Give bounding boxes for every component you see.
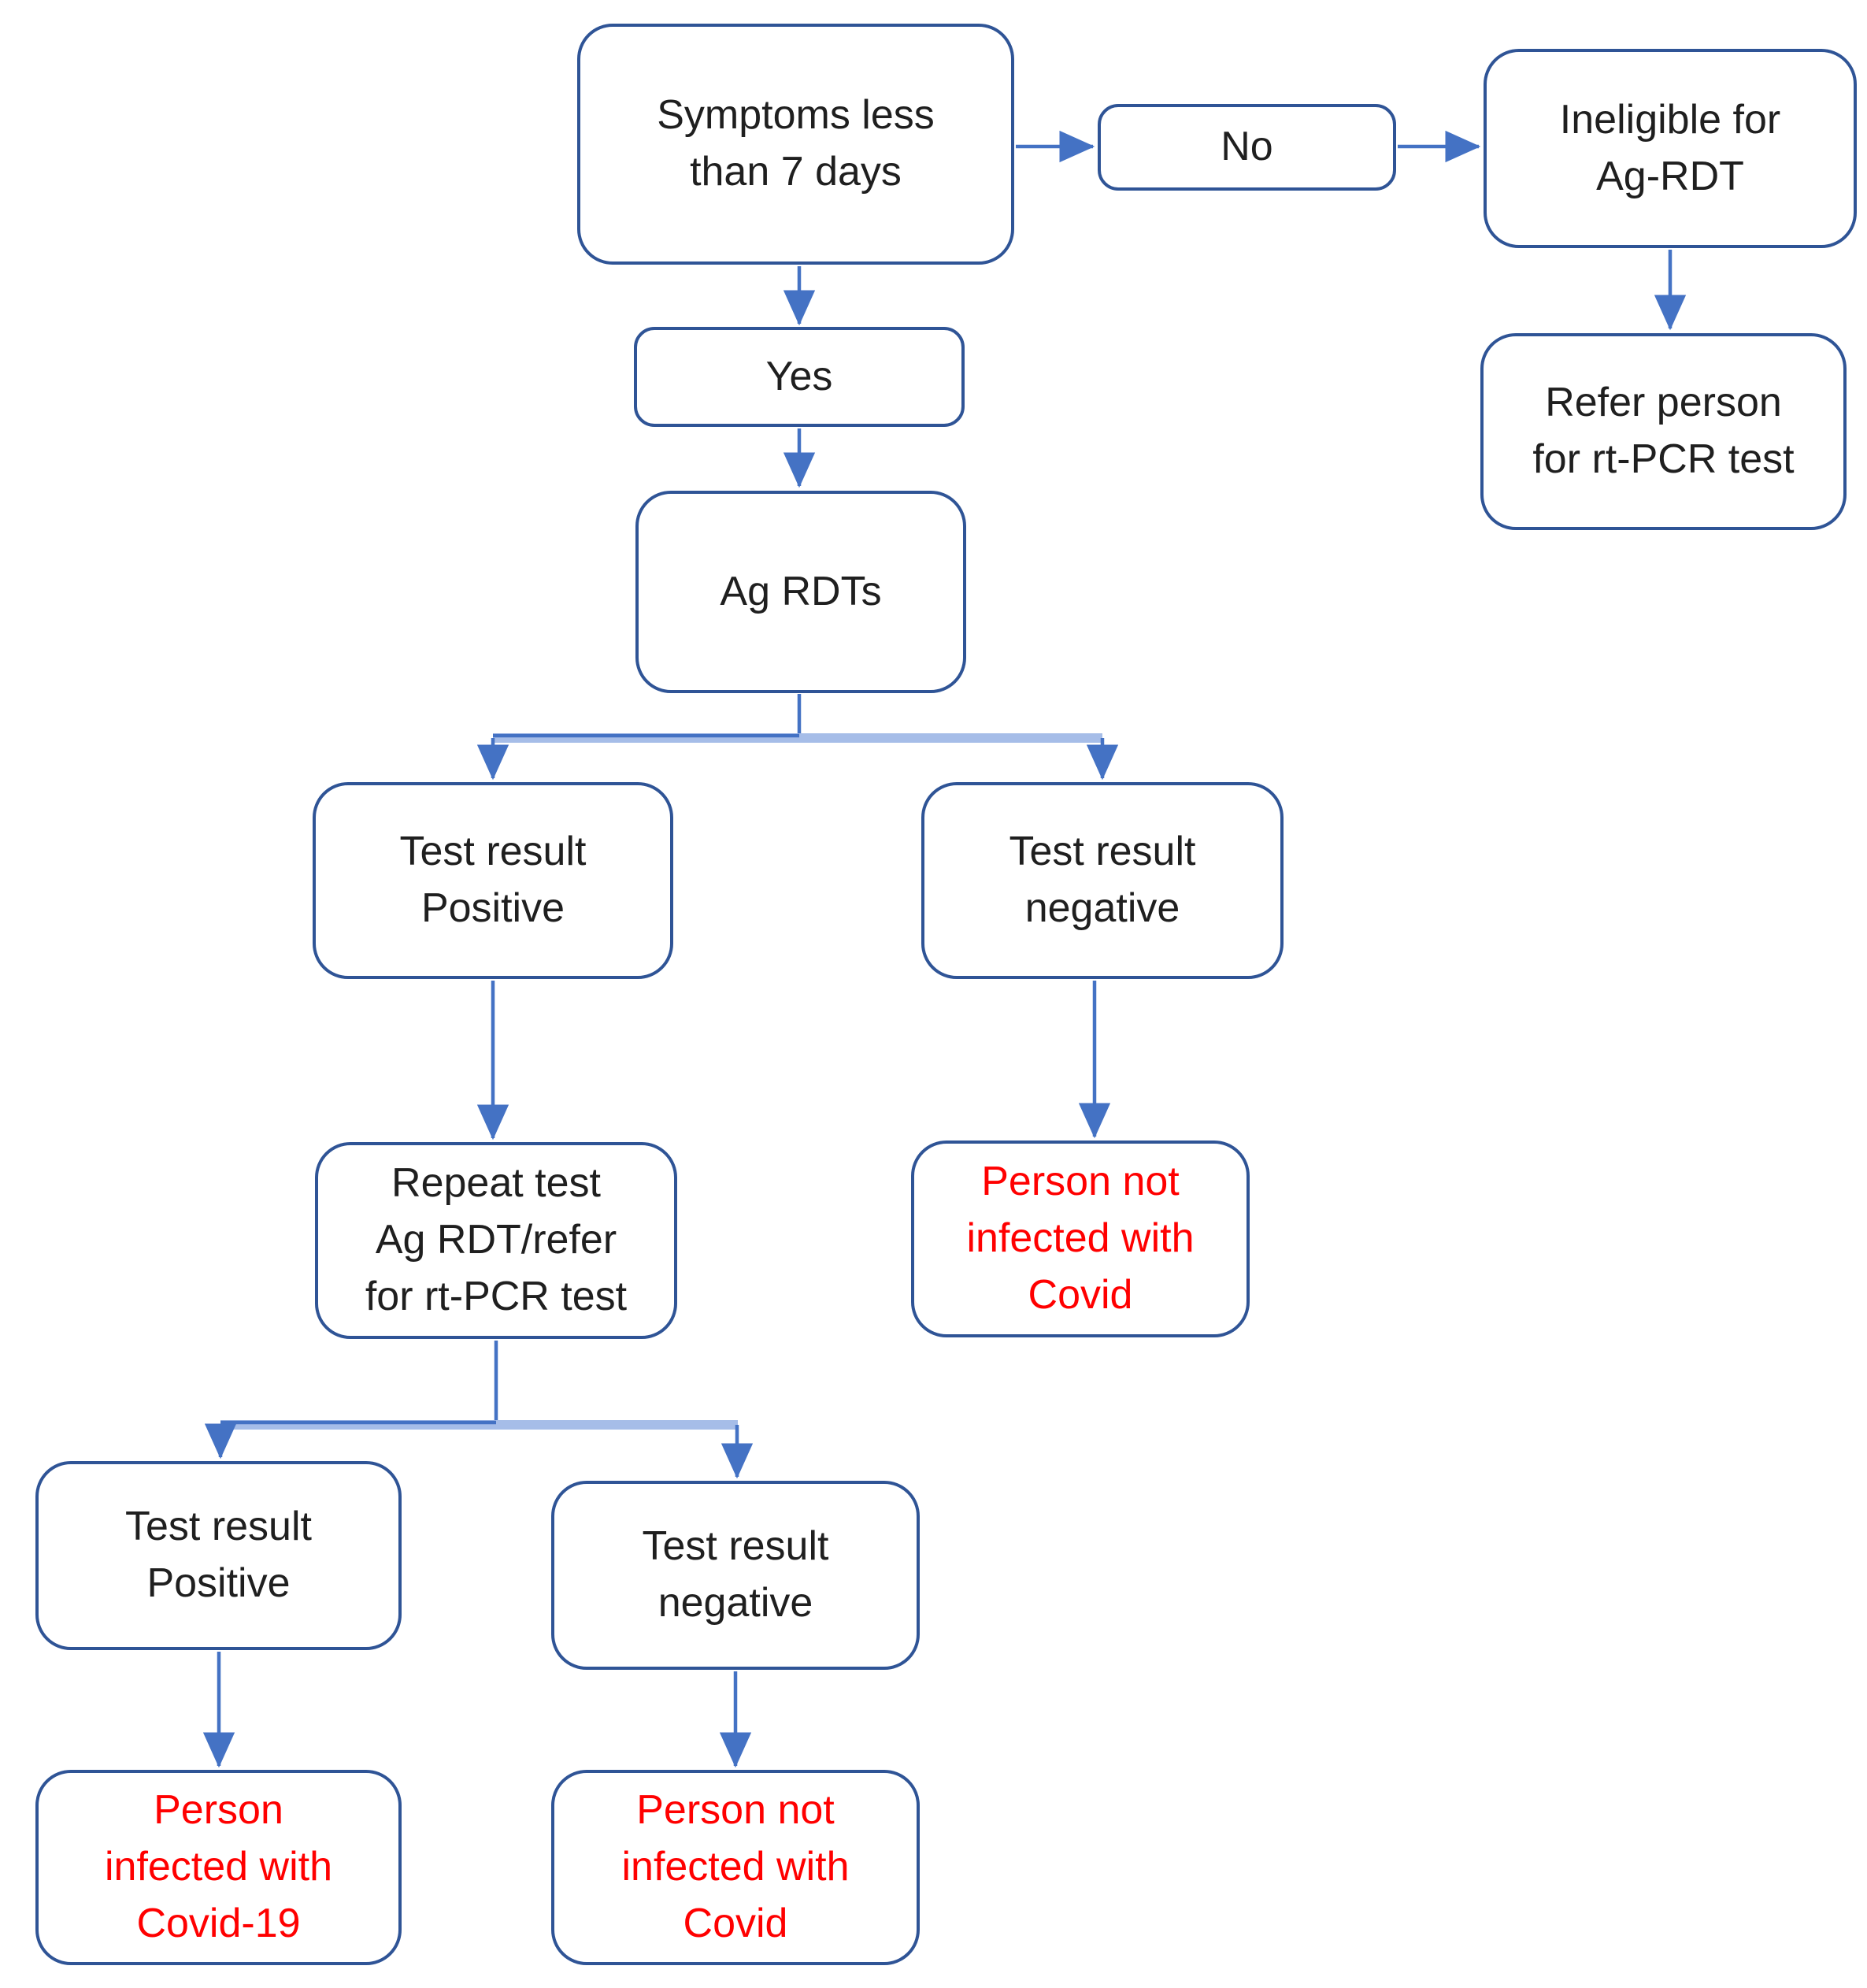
node-yes: Yes (634, 327, 965, 427)
node-text-line: Refer person (1545, 380, 1782, 426)
node-text-line: Test result (642, 1523, 829, 1570)
node-refer-person-rt-pcr: Refer person for rt-PCR test (1480, 333, 1847, 530)
node-text-line: Test result (399, 829, 587, 875)
node-no: No (1098, 104, 1396, 191)
node-text-line: No (1221, 124, 1273, 170)
node-text-line: Ag RDTs (720, 568, 882, 614)
node-text-line: Person not (636, 1787, 835, 1834)
node-text-line: Positive (146, 1560, 291, 1606)
node-text-line: for rt-PCR test (365, 1273, 628, 1319)
node-symptoms-less-than-7-days: Symptoms less than 7 days (577, 24, 1014, 265)
node-text-line: Person not (981, 1159, 1180, 1205)
node-test-result-positive-1: Test result Positive (313, 782, 673, 979)
node-text-line: for rt-PCR test (1532, 436, 1795, 482)
node-repeat-test-ag-rdt: Repeat test Ag RDT/refer for rt-PCR test (315, 1142, 677, 1339)
node-text-line: Test result (1009, 829, 1196, 875)
node-person-infected-covid-19: Person infected with Covid-19 (35, 1770, 402, 1965)
node-person-not-infected-2: Person not infected with Covid (551, 1770, 920, 1965)
node-text-line: Covid-19 (136, 1900, 301, 1946)
node-text-line: Repeat test (391, 1160, 601, 1207)
node-text-line: infected with (966, 1215, 1195, 1262)
node-text-line: negative (1024, 885, 1180, 931)
node-test-result-positive-2: Test result Positive (35, 1461, 402, 1650)
node-text-line: Ag RDT/refer (375, 1217, 617, 1263)
node-person-not-infected-1: Person not infected with Covid (911, 1141, 1250, 1337)
node-text-line: Symptoms less (657, 92, 935, 139)
node-ineligible-for-ag-rdt: Ineligible for Ag-RDT (1484, 49, 1857, 248)
node-test-result-negative-1: Test result negative (921, 782, 1284, 979)
node-text-line: Yes (765, 353, 833, 399)
node-text-line: Ineligible for (1559, 96, 1781, 143)
node-text-line: negative (658, 1580, 813, 1626)
node-text-line: Person (154, 1787, 283, 1834)
node-test-result-negative-2: Test result negative (551, 1481, 920, 1670)
node-ag-rdts: Ag RDTs (635, 491, 966, 693)
node-text-line: infected with (104, 1844, 333, 1890)
node-text-line: Ag-RDT (1596, 153, 1744, 199)
node-text-line: Covid (683, 1900, 788, 1946)
node-text-line: infected with (621, 1844, 850, 1890)
node-text-line: than 7 days (690, 149, 902, 195)
node-text-line: Test result (125, 1504, 312, 1550)
node-text-line: Covid (1028, 1271, 1133, 1318)
node-text-line: Positive (420, 885, 565, 931)
